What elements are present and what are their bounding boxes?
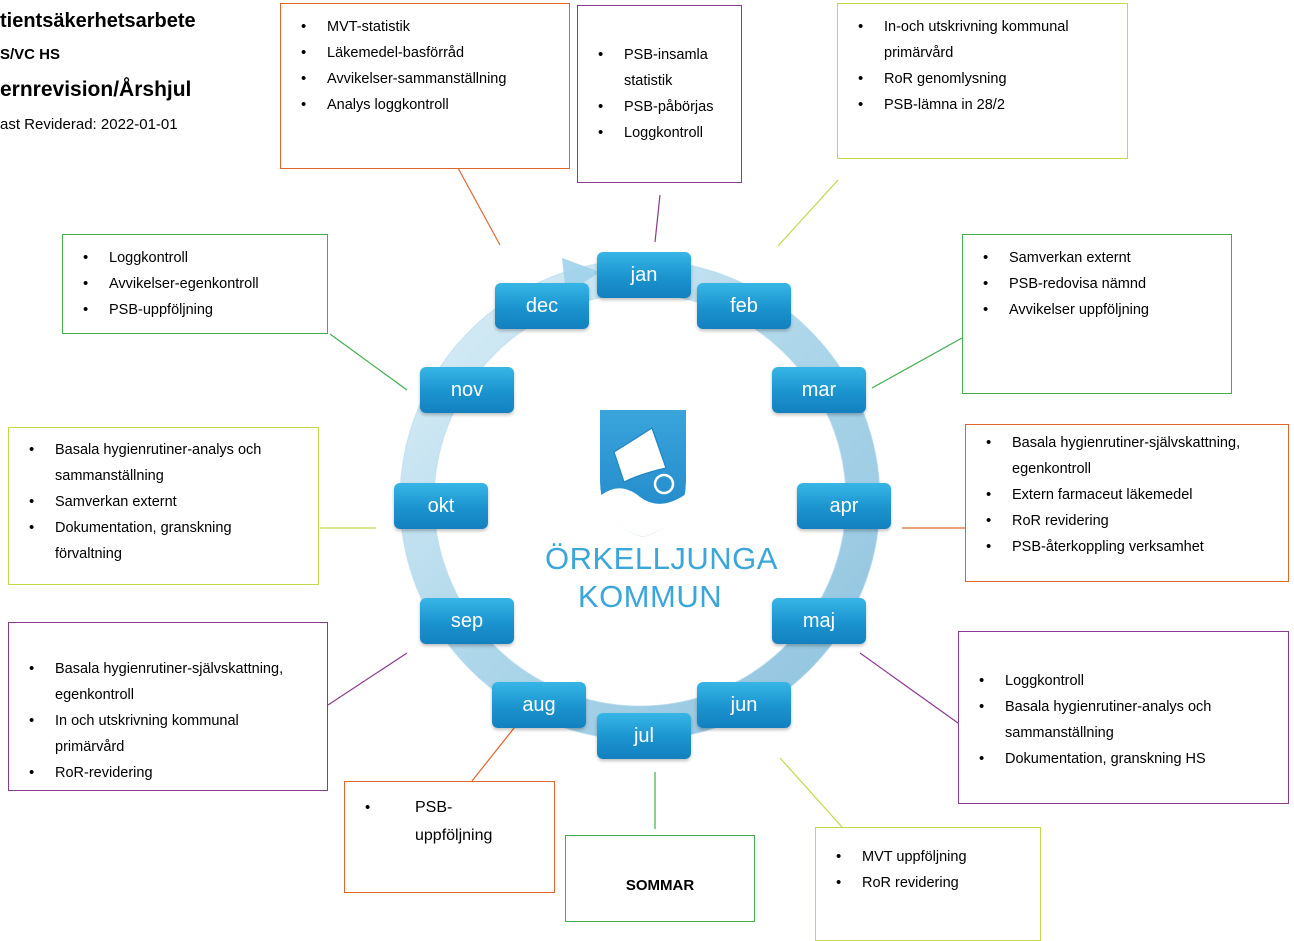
logo-line-2: KOMMUN: [577, 579, 723, 614]
list-item: Avvikelser uppföljning: [963, 297, 1231, 323]
list-item: MVT uppföljning: [816, 844, 1040, 870]
list-item: PSB-uppföljning: [63, 297, 327, 323]
list-item: PSB-insamla statistik: [578, 42, 741, 94]
activities-box-aug: PSB-uppföljning: [344, 781, 555, 893]
list-item: Dokumentation, granskning förvaltning: [9, 515, 302, 567]
logo-text: ÖRKELLJUNGA KOMMUN: [545, 540, 778, 616]
month-jun: jun: [697, 682, 791, 728]
month-feb: feb: [697, 283, 791, 329]
coat-of-arms-icon: [600, 410, 686, 537]
list-item: RoR revidering: [966, 508, 1268, 534]
list-item: Dokumentation, granskning HS: [959, 746, 1258, 772]
list-item: Basala hygienrutiner-analys och sammanst…: [9, 437, 302, 489]
list-item: Samverkan externt: [963, 245, 1231, 271]
summer-box: SOMMAR: [565, 835, 755, 922]
list-item: PSB-lämna in 28/2: [838, 92, 1127, 118]
activities-box-mar: Samverkan externt PSB-redovisa nämnd Avv…: [962, 234, 1232, 394]
activities-box-sep: Basala hygienrutiner-självskattning, ege…: [8, 622, 328, 791]
title-line-2: S/VC HS: [0, 46, 61, 63]
list-item: Loggkontroll: [63, 245, 327, 271]
list-item: Basala hygienrutiner-självskattning, ege…: [966, 430, 1268, 482]
title-line-1: tientsäkerhetsarbete: [0, 10, 196, 32]
list-item: In-och utskrivning kommunal primärvård: [838, 14, 1127, 66]
list-item: PSB-uppföljning: [345, 794, 514, 850]
month-aug: aug: [492, 682, 586, 728]
list-item: Samverkan externt: [9, 489, 302, 515]
list-item: RoR genomlysning: [838, 66, 1127, 92]
list-item: Avvikelser-egenkontroll: [63, 271, 327, 297]
month-nov: nov: [420, 367, 514, 413]
activities-box-maj: Loggkontroll Basala hygienrutiner-analys…: [958, 631, 1289, 804]
connector-aug: [471, 717, 523, 782]
list-item: Läkemedel-basförråd: [281, 40, 569, 66]
connector-mar: [871, 337, 963, 389]
list-item: Avvikelser-sammanställning: [281, 66, 569, 92]
activities-box-apr: Basala hygienrutiner-självskattning, ege…: [965, 424, 1289, 582]
activities-box-jan: PSB-insamla statistik PSB-påbörjas Loggk…: [577, 5, 742, 183]
activities-box-okt: Basala hygienrutiner-analys och sammanst…: [8, 427, 319, 585]
month-dec: dec: [495, 283, 589, 329]
connector-maj: [859, 652, 959, 724]
list-item: Basala hygienrutiner-analys och sammanst…: [959, 694, 1258, 746]
month-okt: okt: [394, 483, 488, 529]
list-item: In och utskrivning kommunal primärvård: [9, 708, 307, 760]
activities-box-feb: In-och utskrivning kommunal primärvård R…: [837, 3, 1128, 159]
list-item: RoR revidering: [816, 870, 1040, 896]
list-item: Loggkontroll: [578, 120, 741, 146]
list-item: Extern farmaceut läkemedel: [966, 482, 1268, 508]
connector-jun: [779, 757, 843, 828]
logo-line-1: ÖRKELLJUNGA: [545, 541, 778, 576]
title-line-3: ernrevision/Årshjul: [0, 78, 192, 101]
activities-box-nov: Loggkontroll Avvikelser-egenkontroll PSB…: [62, 234, 328, 334]
month-mar: mar: [772, 367, 866, 413]
month-apr: apr: [797, 483, 891, 529]
list-item: MVT-statistik: [281, 14, 569, 40]
connector-jan: [654, 194, 661, 243]
list-item: Loggkontroll: [959, 668, 1258, 694]
list-item: PSB-påbörjas: [578, 94, 741, 120]
connector-dec-top: [457, 167, 501, 246]
list-item: RoR-revidering: [9, 760, 307, 786]
revision-date: ast Reviderad: 2022-01-01: [0, 116, 178, 133]
month-sep: sep: [420, 598, 514, 644]
connector-nov: [329, 333, 408, 391]
list-item: PSB-återkoppling verksamhet: [966, 534, 1268, 560]
month-jan: jan: [597, 252, 691, 298]
month-jul: jul: [597, 713, 691, 759]
connector-feb: [777, 179, 839, 247]
list-item: PSB-redovisa nämnd: [963, 271, 1231, 297]
list-item: Analys loggkontroll: [281, 92, 569, 118]
activities-box-jun: MVT uppföljning RoR revidering: [815, 827, 1041, 941]
connector-sep: [327, 652, 408, 706]
activities-box-dec-top: MVT-statistik Läkemedel-basförråd Avvike…: [280, 3, 570, 169]
list-item: Basala hygienrutiner-självskattning, ege…: [9, 656, 307, 708]
month-maj: maj: [772, 598, 866, 644]
